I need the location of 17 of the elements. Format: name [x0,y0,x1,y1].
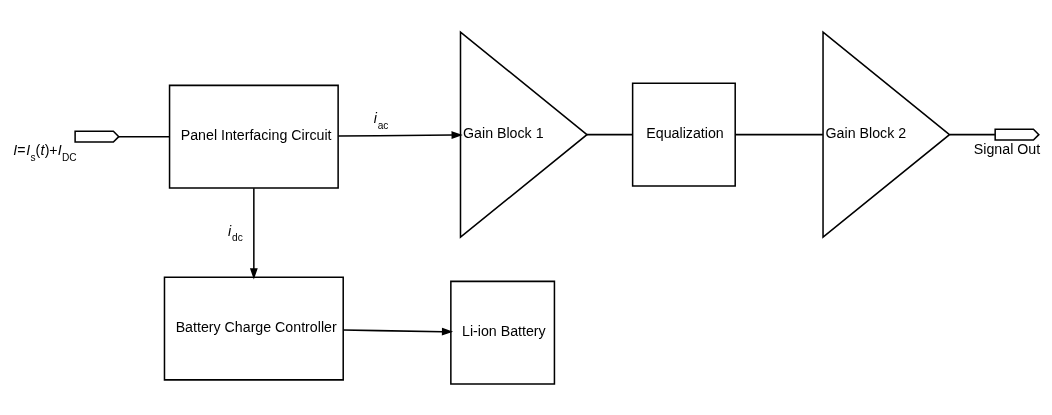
connector [949,133,996,135]
node-box: Li-ion Battery [450,280,556,385]
arrow [249,187,258,279]
edge-label: i$_{dc}$ [227,222,243,243]
connector [586,133,634,135]
connector [118,135,171,137]
node-label: I=I$_{s}$(t)+I$_{DC}$ [13,141,77,163]
node-box: Equalization [631,82,736,187]
edge-label: i$_{ac}$ [373,109,389,131]
node-arrow [74,130,120,143]
node-label: Signal Out [973,140,1041,157]
node-box: Panel Interfacing Circuit [168,84,339,189]
arrow [342,327,454,336]
arrow [337,130,463,139]
node-arrow [994,127,1040,141]
connector [734,133,824,135]
node-box: Battery Charge Controller [163,276,344,381]
